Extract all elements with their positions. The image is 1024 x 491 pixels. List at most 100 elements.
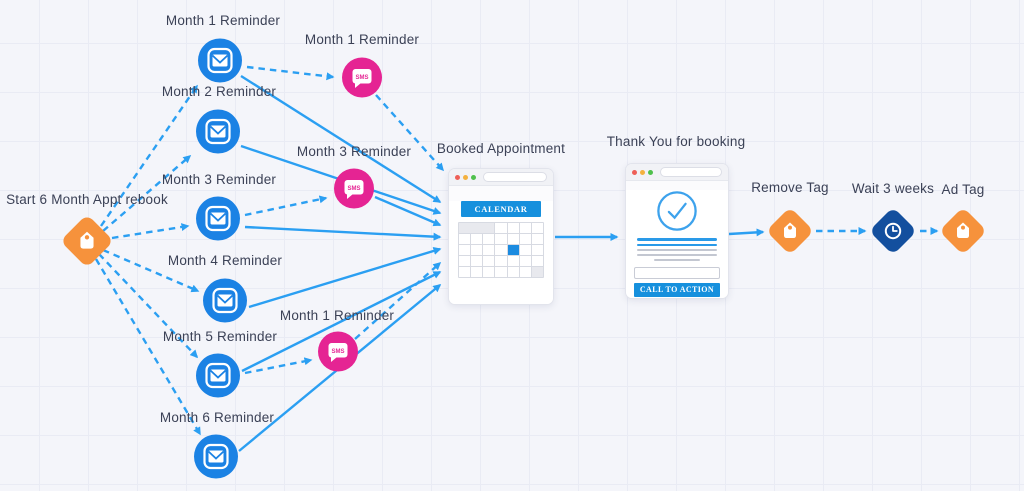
calendar-cell xyxy=(531,245,543,255)
calendar-cell xyxy=(519,256,531,266)
edge-sms2-calendar xyxy=(374,195,442,227)
calendar-cell xyxy=(519,223,531,233)
email2-node[interactable] xyxy=(196,109,240,159)
edge-start-email3 xyxy=(111,223,190,240)
sms1-node[interactable]: SMS xyxy=(342,57,382,103)
text-line xyxy=(637,249,717,251)
window-titlebar xyxy=(449,169,553,186)
email-icon xyxy=(196,109,240,154)
sms-icon: SMS xyxy=(334,168,374,209)
calendar-body: CALENDAR xyxy=(449,201,553,304)
email4-node[interactable] xyxy=(203,278,247,328)
sms2-label: Month 3 Reminder xyxy=(296,144,412,159)
thankyou-window-label: Thank You for booking xyxy=(606,134,746,149)
remove-tag-label: Remove Tag xyxy=(751,180,829,195)
sms2-node[interactable]: SMS xyxy=(334,168,374,214)
wait-label: Wait 3 weeks xyxy=(851,181,935,196)
calendar-cell xyxy=(519,234,531,244)
email-icon xyxy=(196,196,240,241)
calendar-cell xyxy=(483,267,495,277)
calendar-cell xyxy=(507,223,519,233)
email2-label: Month 2 Reminder xyxy=(161,84,277,99)
traffic-dot-yellow xyxy=(640,169,645,175)
email1-node[interactable] xyxy=(198,38,242,88)
email6-label: Month 6 Reminder xyxy=(159,410,275,425)
calendar-cell xyxy=(471,234,483,244)
calendar-cell xyxy=(531,256,543,266)
edge-email3-calendar xyxy=(244,225,442,241)
text-line xyxy=(637,238,717,241)
email1-label: Month 1 Reminder xyxy=(165,13,281,28)
edge-start-email6 xyxy=(94,258,202,436)
calendar-cell xyxy=(531,267,543,277)
ad-tag-node[interactable] xyxy=(938,206,988,256)
calendar-cell xyxy=(483,245,495,255)
tag-icon xyxy=(952,220,974,242)
sms3-node[interactable]: SMS xyxy=(318,331,358,377)
start-node[interactable] xyxy=(60,214,114,268)
calendar-cell xyxy=(507,267,519,277)
sms-badge: SMS xyxy=(355,75,368,81)
email-icon xyxy=(203,278,247,323)
form-field xyxy=(634,267,720,279)
calendar-cell xyxy=(471,256,483,266)
traffic-dot-red xyxy=(632,169,637,175)
email3-node[interactable] xyxy=(196,196,240,246)
calendar-cell xyxy=(495,267,507,277)
calendar-grid xyxy=(458,222,544,278)
edge-sms3-calendar xyxy=(354,262,442,340)
text-line xyxy=(654,259,700,261)
calendar-cell xyxy=(483,234,495,244)
sms-badge: SMS xyxy=(331,349,344,355)
calendar-cell xyxy=(495,223,507,233)
text-line xyxy=(637,244,717,246)
email3-label: Month 3 Reminder xyxy=(161,172,277,187)
window-titlebar xyxy=(626,164,728,181)
email4-label: Month 4 Reminder xyxy=(167,253,283,268)
sms-badge: SMS xyxy=(347,186,360,192)
edge-thankyou-removetag xyxy=(728,228,765,237)
traffic-dot-yellow xyxy=(463,174,468,180)
calendar-cell xyxy=(519,245,531,255)
calendar-cell xyxy=(507,234,519,244)
email-icon xyxy=(194,434,238,479)
checkmark-icon xyxy=(657,191,697,231)
calendar-cell xyxy=(471,245,483,255)
calendar-cell xyxy=(459,245,471,255)
edge-email5-sms3 xyxy=(244,357,313,375)
calendar-cell xyxy=(459,256,471,266)
email-icon xyxy=(196,353,240,398)
sms-icon: SMS xyxy=(342,57,382,98)
sms-icon: SMS xyxy=(318,331,358,372)
calendar-cell xyxy=(471,267,483,277)
calendar-cell xyxy=(495,245,507,255)
edge-email3-sms2 xyxy=(244,195,328,217)
calendar-cell xyxy=(531,234,543,244)
calendar-window-label: Booked Appointment xyxy=(436,141,566,156)
tag-icon xyxy=(75,229,99,253)
thankyou-body: CALL TO ACTION xyxy=(626,190,728,298)
remove-tag-node[interactable] xyxy=(765,206,815,256)
edge-email1-sms1 xyxy=(246,65,335,81)
clock-icon xyxy=(882,220,904,242)
sms1-label: Month 1 Reminder xyxy=(304,32,420,47)
traffic-dot-green xyxy=(648,169,653,175)
url-bar xyxy=(483,172,547,182)
calendar-window[interactable]: CALENDAR xyxy=(448,168,554,305)
calendar-cell xyxy=(519,267,531,277)
calendar-banner: CALENDAR xyxy=(461,201,541,217)
email5-label: Month 5 Reminder xyxy=(162,329,278,344)
thankyou-window[interactable]: CALL TO ACTION xyxy=(625,163,729,299)
email6-node[interactable] xyxy=(194,434,238,484)
tag-icon xyxy=(779,220,801,242)
calendar-cell xyxy=(483,256,495,266)
calendar-cell xyxy=(495,256,507,266)
url-bar xyxy=(660,167,722,177)
email5-node[interactable] xyxy=(196,353,240,403)
calendar-cell xyxy=(507,245,519,255)
calendar-cell xyxy=(459,234,471,244)
wait-node[interactable] xyxy=(868,206,918,256)
start-node-label: Start 6 Month Appt rebook xyxy=(6,192,168,207)
ad-tag-label: Ad Tag xyxy=(941,182,985,197)
calendar-cell xyxy=(459,223,495,233)
